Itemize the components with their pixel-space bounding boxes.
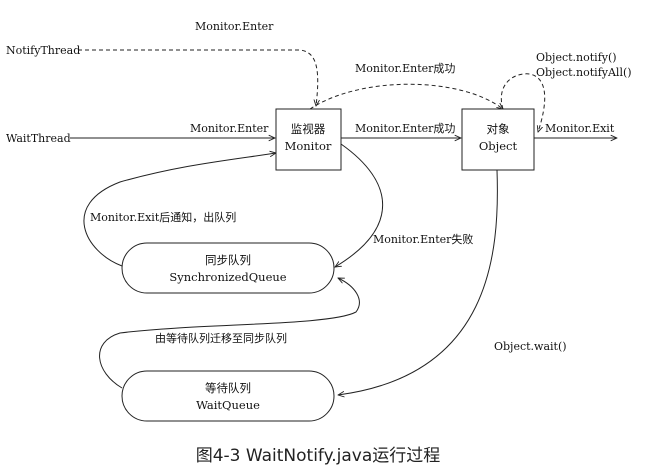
edge-notify-to-monitor: [78, 49, 318, 106]
enter-fail-label: Monitor.Enter失败: [373, 232, 473, 246]
monitor-exit-label: Monitor.Exit: [545, 122, 615, 135]
notify-all-label: Object.notifyAll(): [536, 66, 632, 79]
notify-thread-label: NotifyThread: [6, 44, 80, 57]
wait-queue-label-zh: 等待队列: [205, 381, 251, 395]
notify-label: Object.notify(): [536, 51, 617, 64]
exit-notify-dequeue-label: Monitor.Exit后通知，出队列: [90, 210, 236, 224]
notify-enter-label: Monitor.Enter: [195, 20, 274, 33]
enter-success-label: Monitor.Enter成功: [355, 122, 455, 135]
sync-queue-label-zh: 同步队列: [205, 253, 251, 267]
monitor-label-zh: 监视器: [291, 122, 326, 136]
monitor-node: [275, 108, 342, 171]
monitor-label-en: Monitor: [285, 139, 332, 153]
wait-queue-node: [121, 370, 335, 422]
object-label-zh: 对象: [487, 122, 510, 136]
edge-monitor-to-sync: [335, 143, 384, 267]
enter-success-dashed-label: Monitor.Enter成功: [355, 62, 455, 75]
object-label-en: Object: [479, 139, 518, 153]
edge-wait-to-sync: [99, 278, 360, 389]
wait-thread-label: WaitThread: [6, 132, 71, 145]
wait-enter-label: Monitor.Enter: [190, 122, 269, 135]
object-wait-label: Object.wait(): [494, 340, 567, 353]
wait-queue-label-en: WaitQueue: [196, 398, 260, 412]
sync-queue-node: [121, 242, 335, 294]
figure-caption: 图4-3 WaitNotify.java运行过程: [196, 446, 441, 466]
edge-object-to-wait: [338, 169, 498, 395]
edge-monitor-object-dashed: [309, 83, 503, 109]
wait-to-sync-label: 由等待队列迁移至同步队列: [155, 331, 287, 345]
sync-queue-label-en: SynchronizedQueue: [169, 270, 286, 284]
edge-sync-to-monitor: [83, 153, 276, 267]
object-node: [461, 108, 535, 171]
